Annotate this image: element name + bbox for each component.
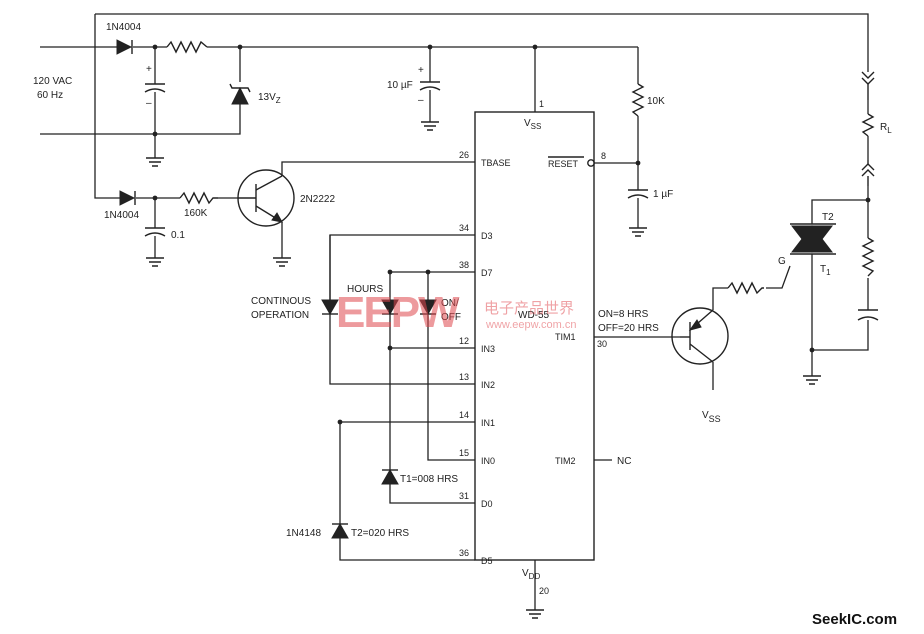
pin-name: TIM2 xyxy=(555,456,576,466)
footer-brand: SeekIC.com xyxy=(812,611,897,628)
pin-num: 26 xyxy=(459,150,469,160)
pin-name: IN2 xyxy=(481,380,495,390)
pin-name: IN1 xyxy=(481,418,495,428)
cap10-plus: + xyxy=(418,65,424,76)
capacitor-snubber xyxy=(857,309,879,321)
vss-output-label: VSS xyxy=(702,410,721,424)
t2-label: T2=020 HRS xyxy=(351,528,409,539)
pin-num: 38 xyxy=(459,260,469,270)
diode-bottom-label: 1N4004 xyxy=(104,210,139,221)
zener-label: 13VZ xyxy=(258,92,281,105)
hours-label: HOURS xyxy=(347,284,383,295)
watermark-url: www.eepw.com.cn xyxy=(485,319,576,331)
pin-num: 34 xyxy=(459,223,469,233)
pin-20-num: 20 xyxy=(539,586,549,596)
pin-name: D3 xyxy=(481,231,493,241)
on-time-label: ON=8 HRS xyxy=(598,309,649,320)
pin-num: 14 xyxy=(459,410,469,420)
transistor-label: 2N2222 xyxy=(300,194,335,205)
pin-name: IN0 xyxy=(481,456,495,466)
ic-wd55 xyxy=(474,111,595,561)
source-frequency: 60 Hz xyxy=(37,90,63,101)
pin-name: TBASE xyxy=(481,158,511,168)
diode-t1 xyxy=(381,468,399,485)
continous-label-2: OPERATION xyxy=(251,310,309,321)
capacitor-supply xyxy=(144,83,166,93)
cap-plus: + xyxy=(146,64,152,75)
pin-num: 12 xyxy=(459,336,469,346)
diode-hours xyxy=(381,299,399,316)
zener-13v xyxy=(229,83,251,105)
ground-symbols xyxy=(146,121,821,619)
triac-t2-label: T2 xyxy=(822,212,834,223)
pin-name-reset: RESET xyxy=(548,159,579,169)
pin-name: TIM1 xyxy=(555,332,576,342)
ic-right-pins: 8 RESET 30 TIM1 TIM2 NC xyxy=(548,151,631,467)
resistor-top xyxy=(166,40,208,54)
triac-t1-label: T1 xyxy=(820,264,831,277)
junction-dots xyxy=(152,44,871,425)
resistor-10k xyxy=(631,83,645,117)
diode-1n4148 xyxy=(331,522,349,539)
triac-g-label: G xyxy=(778,256,786,267)
resistor-160k xyxy=(179,191,218,205)
eepw-watermark: EEPW 电子产品世界 www.eepw.com.cn xyxy=(336,288,576,337)
resistor-gate xyxy=(727,281,764,295)
capacitor-1uf xyxy=(627,189,649,199)
ic-vdd: VDD xyxy=(522,568,540,581)
onoff-label-1: ON/ xyxy=(441,298,459,309)
off-time-label: OFF=20 HRS xyxy=(598,323,659,334)
pin-num: 31 xyxy=(459,491,469,501)
onoff-label-2: OFF xyxy=(441,312,461,323)
cap-01-label: 0.1 xyxy=(171,230,185,241)
capacitor-10uf xyxy=(419,81,441,91)
pin-num: 36 xyxy=(459,548,469,558)
cap-1uf-label: 1 µF xyxy=(653,189,673,200)
ic-left-pins: 26 TBASE 34 D3 38 D7 12 IN3 13 IN2 14 IN… xyxy=(459,150,511,566)
pin-num: 30 xyxy=(597,339,607,349)
res-10k-label: 10K xyxy=(647,96,665,107)
transistor-2n2222 xyxy=(237,169,295,227)
load-rl xyxy=(861,71,875,186)
resistor-snubber xyxy=(861,237,875,277)
pin-name: D5 xyxy=(481,556,493,566)
pin-name: D0 xyxy=(481,499,493,509)
diode-top-label: 1N4004 xyxy=(106,22,141,33)
diode-1n4004-top xyxy=(116,39,133,55)
t1-label: T1=008 HRS xyxy=(400,474,458,485)
rl-label: RL xyxy=(880,122,892,135)
res-160k-label: 160K xyxy=(184,208,208,219)
source-voltage: 120 VAC xyxy=(33,76,72,87)
capacitor-0-1 xyxy=(144,227,166,237)
cap-10uf-label: 10 µF xyxy=(387,80,413,91)
diode-1n4148-label: 1N4148 xyxy=(286,528,321,539)
watermark-cn: 电子产品世界 xyxy=(484,299,574,317)
pin-name: D7 xyxy=(481,268,493,278)
continous-label-1: CONTINOUS xyxy=(251,296,311,307)
pin-name: IN3 xyxy=(481,344,495,354)
pin-num: 15 xyxy=(459,448,469,458)
transistor-output xyxy=(671,307,729,365)
cap10-minus: – xyxy=(418,95,424,106)
diode-1n4004-bottom xyxy=(119,190,136,206)
ic-name: WD-55 xyxy=(518,310,550,321)
diode-onoff xyxy=(419,299,437,316)
ic-vss: VSS xyxy=(524,118,541,131)
nc-label: NC xyxy=(617,456,631,467)
triac xyxy=(790,223,836,255)
pin-num: 13 xyxy=(459,372,469,382)
diode-continuous xyxy=(321,299,339,316)
pin-1-num: 1 xyxy=(539,99,544,109)
watermark-logo: EEPW xyxy=(336,288,460,337)
cap-minus: – xyxy=(146,98,152,109)
pin-num: 8 xyxy=(601,151,606,161)
